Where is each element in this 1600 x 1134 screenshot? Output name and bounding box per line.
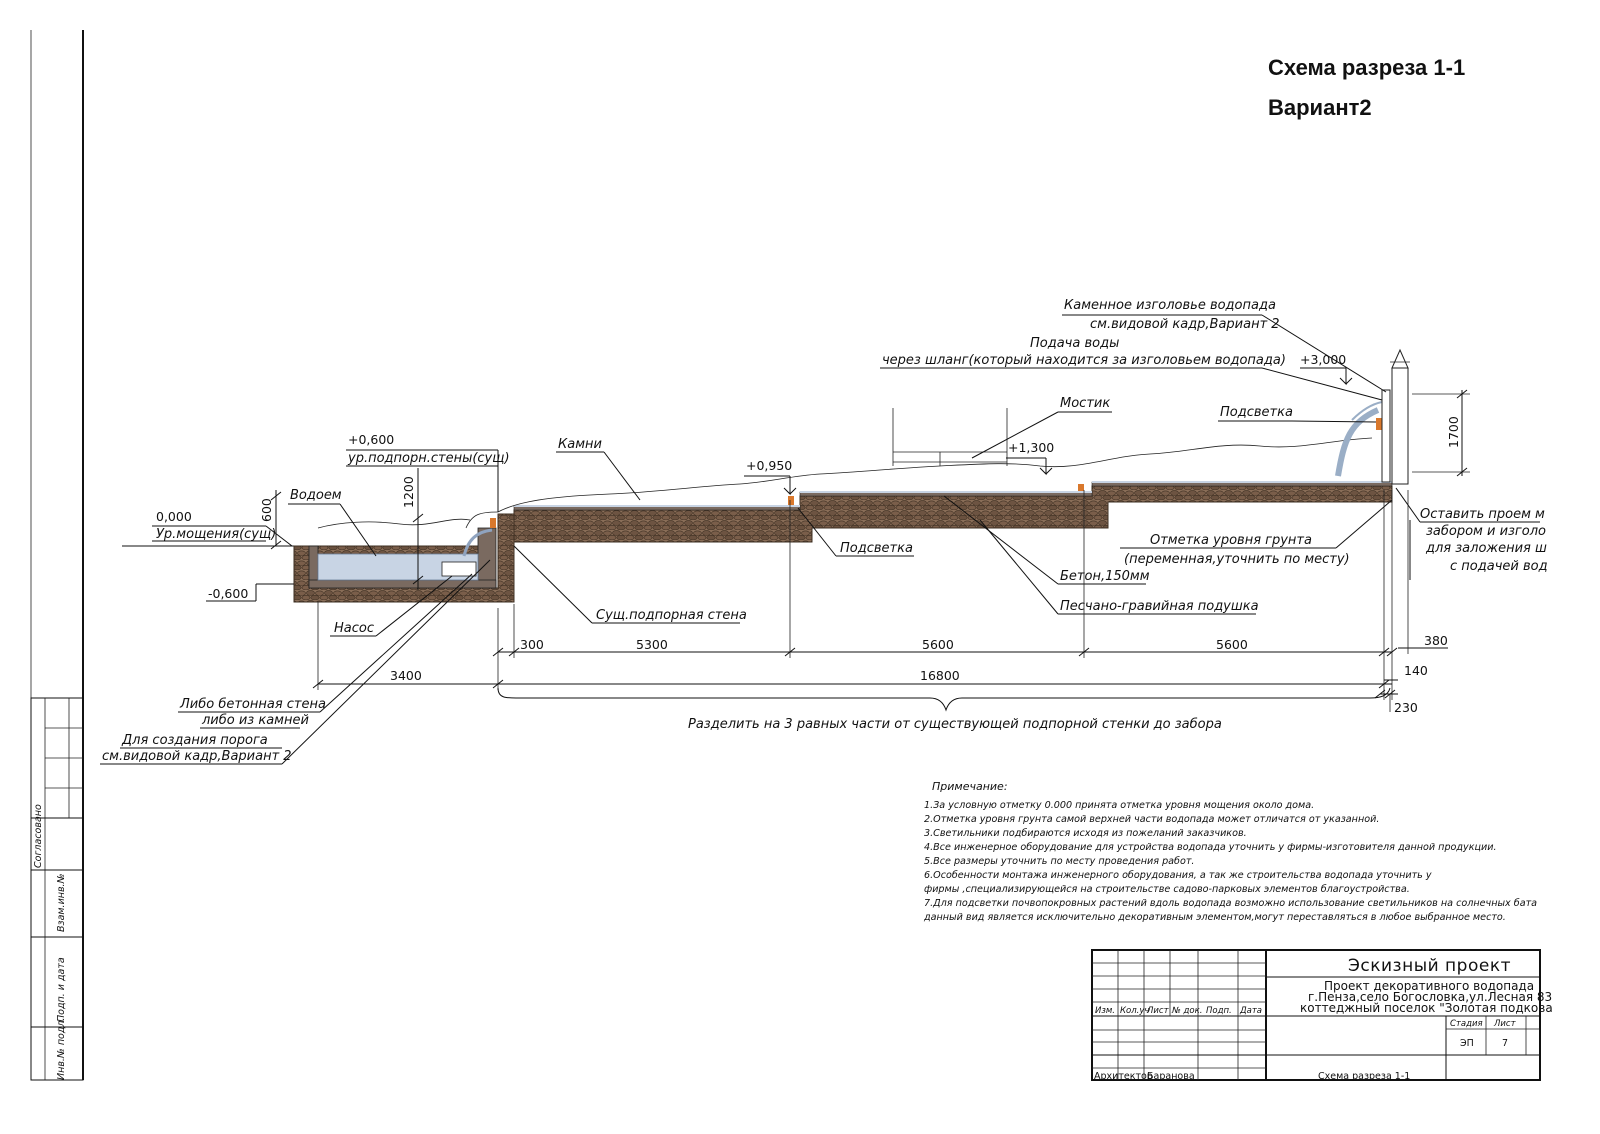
mark-0600: +0,600 [348, 432, 394, 447]
label-threshold-4: см.видовой кадр,Вариант 2 [102, 749, 292, 764]
stamp-inv-podl: Инв.№ подл. [56, 1017, 67, 1080]
dim-16800: 16800 [920, 668, 960, 683]
dim-600: 600 [259, 498, 274, 522]
stamp-soglasovano: Согласовано [33, 804, 44, 868]
mark-0950: +0,950 [746, 458, 792, 473]
side-stamp: Согласовано Взам.инв.№ Подп. и дата Инв.… [30, 697, 84, 1081]
note-line: 1.За условную отметку 0.000 принята отме… [924, 800, 1314, 811]
label-nasos: Насос [334, 621, 374, 636]
dim-380: 380 [1424, 633, 1448, 648]
label-existing-wall: Сущ.подпорная стена [596, 608, 747, 623]
tb-sheet-name: Схема разреза 1-1 [1318, 1071, 1410, 1082]
tb-col-izm: Изм. [1095, 1006, 1115, 1016]
label-opening-1: Оставить проем м [1420, 507, 1545, 522]
title-block: Эскизный проект Проект декоративного вод… [1091, 949, 1553, 1082]
label-paving-level: Ур.мощения(сущ) [156, 527, 276, 542]
label-ground-level-1: Отметка уровня грунта [1150, 533, 1312, 548]
dim-5300: 5300 [636, 637, 668, 652]
dim-3400: 3400 [390, 668, 422, 683]
label-opening-2: забором и изголо [1426, 524, 1546, 539]
division-brace [497, 687, 1391, 712]
label-threshold-2: либо из камней [201, 713, 309, 728]
label-water-supply-1: Подача воды [1030, 336, 1119, 351]
label-mostik: Мостик [1060, 396, 1110, 411]
annotations: Каменное изголовье водопада см.видовой к… [102, 298, 1548, 764]
tb-col-kol: Кол.уч [1120, 1006, 1149, 1016]
tb-stadia-value: ЭП [1460, 1038, 1474, 1049]
tb-project-2: г.Пенза,село Богословка,ул.Лесная 83 [1308, 990, 1552, 1004]
sheet-variant: Вариант2 [1268, 95, 1372, 120]
label-cushion: Песчано-гравийная подушка [1060, 599, 1259, 614]
label-ground-level-2: (переменная,уточнить по месту) [1124, 552, 1350, 567]
tb-stadia-label: Стадия [1450, 1019, 1483, 1029]
tb-list-value: 7 [1502, 1038, 1508, 1049]
tb-col-data: Дата [1239, 1006, 1262, 1016]
label-podsvetka-top: Подсветка [1220, 405, 1293, 420]
tb-col-podp: Подп. [1206, 1006, 1232, 1016]
label-vodoem: Водоем [290, 488, 342, 503]
pump-icon [441, 561, 477, 577]
note-line: 4.Все инженерное оборудование для устрой… [924, 841, 1497, 853]
note-line: фирмы ,специализирующейся на строительст… [924, 883, 1410, 895]
tb-stage-name: Эскизный проект [1348, 956, 1511, 976]
label-head-stone-2: см.видовой кадр,Вариант 2 [1090, 317, 1280, 332]
tb-project-3: коттеджный поселок "Золотая подкова [1300, 1001, 1553, 1015]
label-kamni: Камни [558, 437, 602, 452]
label-retaining-wall-level: ур.подпорн.стены(сущ) [347, 451, 510, 466]
stamp-podp-data: Подп. и дата [56, 957, 67, 1022]
mark-1300: +1,300 [1008, 440, 1054, 455]
tb-person: Баранова [1147, 1071, 1195, 1082]
tb-project-1: Проект декоративного водопада [1324, 979, 1534, 993]
note-line: 5.Все размеры уточнить по месту проведен… [924, 855, 1194, 867]
dim-300: 300 [520, 637, 544, 652]
dim-5600-b: 5600 [1216, 637, 1248, 652]
label-opening-4: с подачей вод [1450, 559, 1548, 574]
label-podsvetka-mid: Подсветка [840, 541, 913, 556]
dim-230: 230 [1394, 700, 1418, 715]
dim-140: 140 [1404, 663, 1428, 678]
tb-col-ndok: № док. [1171, 1006, 1202, 1016]
notes: Примечание: 1.За условную отметку 0.000 … [923, 780, 1537, 923]
tb-col-list: Лист [1146, 1006, 1170, 1016]
label-threshold-3: Для создания порога [121, 733, 268, 748]
bridge [892, 408, 1008, 466]
waterfall-stream [1335, 407, 1380, 477]
dim-1700: 1700 [1446, 416, 1461, 448]
note-line: 6.Особенности монтажа инженерного оборуд… [924, 869, 1432, 881]
retaining-wall [477, 527, 497, 589]
label-divide-note: Разделить на 3 равных части от существую… [688, 717, 1222, 732]
note-line: данный вид является исключительно декора… [923, 911, 1506, 923]
mark-3000: +3,000 [1300, 352, 1346, 367]
sheet-title: Схема разреза 1-1 [1268, 55, 1465, 80]
notes-heading: Примечание: [932, 780, 1008, 793]
label-opening-3: для заложения ш [1425, 541, 1547, 556]
label-water-supply-2: через шланг(который находится за изголов… [882, 353, 1286, 368]
dimension-lines [270, 389, 1470, 712]
label-threshold-1: Либо бетонная стена [179, 697, 326, 712]
mark-minus-0600: -0,600 [208, 586, 248, 601]
leaders [100, 314, 1540, 765]
label-beton: Бетон,150мм [1060, 569, 1150, 584]
cross-section [122, 348, 1410, 603]
light-icon [490, 518, 496, 528]
dim-5600-a: 5600 [922, 637, 954, 652]
tb-role: Архитектор [1094, 1071, 1153, 1082]
label-head-stone-1: Каменное изголовье водопада [1064, 298, 1276, 313]
tb-list-label: Лист [1493, 1019, 1517, 1029]
note-line: 2.Отметка уровня грунта самой верхней ча… [924, 814, 1379, 825]
dim-1200: 1200 [401, 476, 416, 508]
mark-0000: 0,000 [156, 509, 192, 524]
fence-post [1391, 367, 1409, 485]
note-line: 7.Для подсветки почвопокровных растений … [924, 897, 1537, 909]
stamp-vzam-inv: Взам.инв.№ [56, 873, 67, 932]
note-line: 3.Светильники подбираются исходя из поже… [924, 827, 1247, 839]
